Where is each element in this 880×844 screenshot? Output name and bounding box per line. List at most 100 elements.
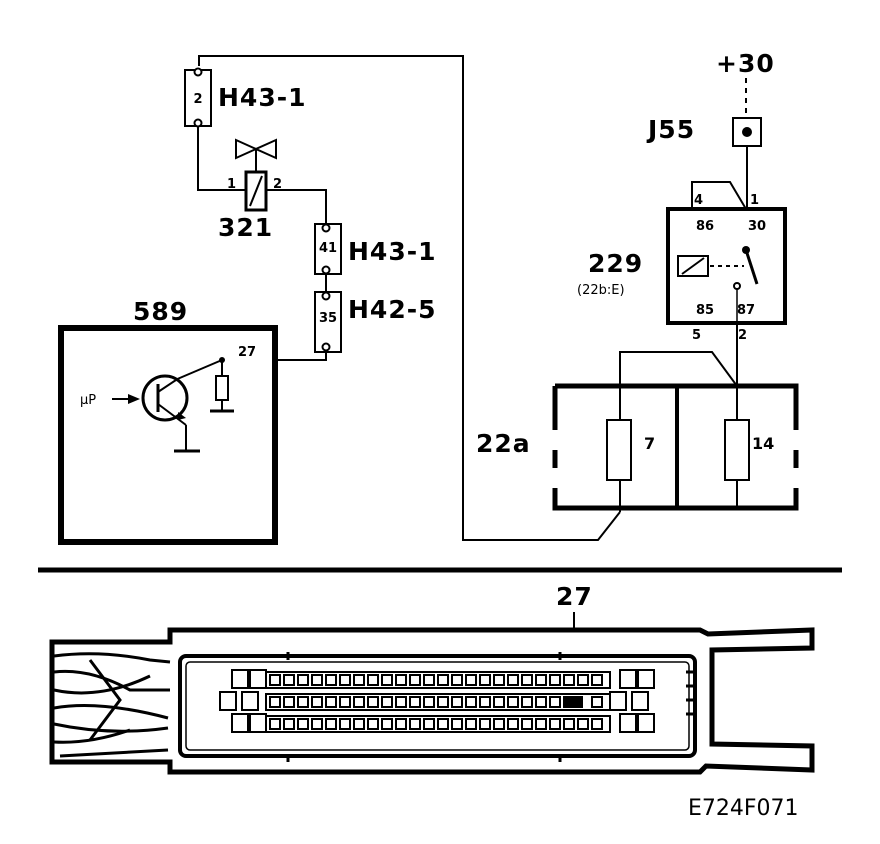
pin [507, 696, 519, 708]
pin [367, 718, 379, 730]
relay-wire-1: 1 [750, 193, 759, 208]
power-pin [249, 669, 267, 689]
pin [591, 718, 603, 730]
pin-label: 35 [319, 311, 337, 326]
pin [367, 696, 379, 708]
relay-sub-label: (22b:E) [577, 283, 625, 298]
pin [283, 674, 295, 686]
pin [451, 696, 463, 708]
fusebox-22a: 22a 7 14 [476, 383, 799, 512]
pin [311, 696, 323, 708]
pin [283, 696, 295, 708]
pin [353, 696, 365, 708]
pin [269, 718, 281, 730]
valve-pin-1: 1 [227, 177, 236, 192]
pin [353, 718, 365, 730]
pin [549, 696, 561, 708]
pin [381, 696, 393, 708]
connector-h43-1-top: 2 H43-1 [184, 67, 305, 128]
pin [423, 674, 435, 686]
relay-wire-5: 5 [692, 328, 701, 343]
pin [451, 674, 463, 686]
pin [549, 718, 561, 730]
pin [493, 696, 505, 708]
relay-229: 229 (22b:E) 4 1 86 30 85 87 5 2 [577, 181, 787, 343]
pin [493, 718, 505, 730]
relay-wire-2: 2 [738, 328, 747, 343]
power-pin [637, 713, 655, 733]
wire-valve-in [197, 127, 246, 191]
pin [437, 674, 449, 686]
power-pin [631, 691, 649, 711]
valve-pin-2: 2 [273, 177, 282, 192]
fuse-14-label: 14 [752, 434, 774, 453]
pin [507, 718, 519, 730]
relay-wire-4: 4 [694, 193, 703, 208]
pin [325, 696, 337, 708]
pin [367, 674, 379, 686]
pin [521, 674, 533, 686]
pin [325, 674, 337, 686]
pin [465, 718, 477, 730]
pin [577, 674, 589, 686]
pin [521, 718, 533, 730]
pin [451, 718, 463, 730]
ground-point-j55: J55 [646, 115, 762, 147]
pin [339, 696, 351, 708]
pin [311, 674, 323, 686]
pin [479, 696, 491, 708]
power-pin [231, 713, 249, 733]
ecu-input-label: µP [80, 393, 96, 408]
pin [535, 696, 547, 708]
pin [409, 718, 421, 730]
pin [465, 674, 477, 686]
pin [577, 718, 589, 730]
relay-pin-86: 86 [696, 219, 714, 234]
pin [297, 718, 309, 730]
power-pin [231, 669, 249, 689]
power-pin [249, 713, 267, 733]
pin-27 [563, 696, 583, 708]
pin-field [219, 669, 655, 733]
pin [591, 696, 603, 708]
connector-pin-label: 27 [556, 582, 593, 611]
supply-plus-30: +30 [716, 49, 774, 118]
pin [381, 674, 393, 686]
relay-pin-85: 85 [696, 303, 714, 318]
pin [507, 674, 519, 686]
connector-h43-1-mid: 41 H43-1 [314, 223, 436, 275]
pin [591, 674, 603, 686]
power-pin [219, 691, 237, 711]
power-pin [637, 669, 655, 689]
pin [423, 718, 435, 730]
pin [395, 674, 407, 686]
pin [325, 718, 337, 730]
pin [409, 696, 421, 708]
relay-pin-87: 87 [737, 303, 755, 318]
pin [563, 718, 575, 730]
connector-label: H43-1 [348, 237, 436, 266]
pin [339, 674, 351, 686]
pin [535, 718, 547, 730]
solenoid-valve-321: 1 2 321 [218, 138, 282, 242]
pin [409, 674, 421, 686]
pin [563, 674, 575, 686]
connector-label: H42-5 [348, 295, 436, 324]
pin [353, 674, 365, 686]
pin-label: 41 [319, 241, 337, 256]
wire-top-return [198, 55, 621, 541]
pin [479, 674, 491, 686]
power-pin [609, 691, 627, 711]
ecu-connector-view: 27 [49, 582, 815, 775]
fuse-7-label: 7 [644, 434, 655, 453]
pin [381, 718, 393, 730]
pin [269, 674, 281, 686]
pin [339, 718, 351, 730]
power-pin [619, 669, 637, 689]
relay-pin-30: 30 [748, 219, 766, 234]
pin-label: 2 [193, 92, 202, 107]
ecu-589: 589 27 µP [58, 297, 278, 545]
pin [437, 696, 449, 708]
pin [423, 696, 435, 708]
